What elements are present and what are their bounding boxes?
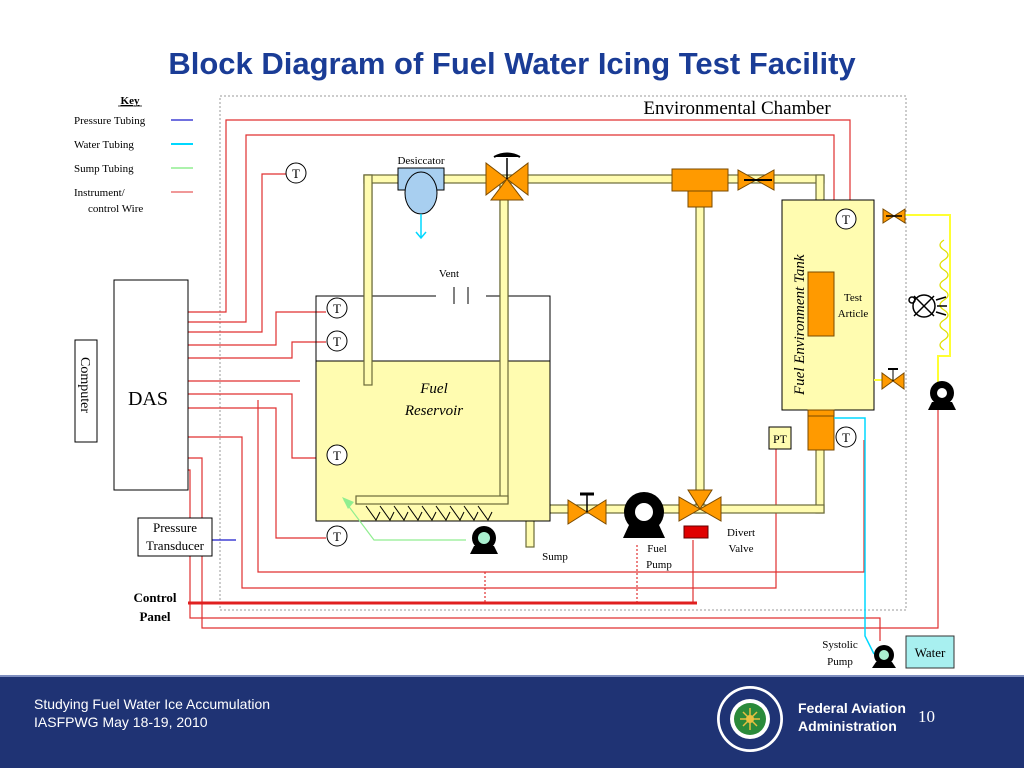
sump-tubing bbox=[343, 499, 466, 541]
key-heading: Key bbox=[121, 95, 140, 107]
fuel-environment-tank: Fuel Environment Tank Test Article bbox=[781, 199, 875, 451]
pressure-transducer-box bbox=[137, 517, 213, 557]
temp-sensor-2-label: T bbox=[333, 301, 341, 316]
faa-seal-logo bbox=[717, 686, 783, 752]
bottom-valve bbox=[567, 492, 607, 525]
transducer-label: Transducer bbox=[146, 538, 205, 553]
check-valve bbox=[737, 169, 775, 191]
das-label: DAS bbox=[128, 388, 168, 410]
water-box bbox=[905, 635, 955, 669]
vent-label: Vent bbox=[439, 268, 459, 280]
test-article-label-2: Article bbox=[838, 308, 869, 320]
temp-sensor-6-label: T bbox=[842, 212, 850, 227]
footer-line-1: Studying Fuel Water Ice Accumulation bbox=[34, 696, 271, 712]
sump-pump-icon bbox=[470, 526, 498, 554]
pt-label: PT bbox=[773, 432, 788, 446]
divert-valve-label-1: Divert bbox=[727, 527, 755, 539]
top-valve bbox=[485, 152, 529, 201]
computer-box bbox=[74, 339, 98, 443]
reservoir-label-1: Fuel bbox=[419, 381, 448, 397]
fuel-pump-label-2: Pump bbox=[646, 559, 672, 571]
fuel-pump-label-1: Fuel bbox=[647, 543, 667, 555]
fan-icon bbox=[908, 294, 947, 318]
page-title: Block Diagram of Fuel Water Icing Test F… bbox=[168, 46, 856, 81]
reservoir-label-2: Reservoir bbox=[404, 403, 463, 419]
temp-sensor-3-label: T bbox=[333, 334, 341, 349]
das-box bbox=[113, 279, 189, 491]
divert-valve bbox=[678, 489, 722, 539]
key-wire-label: Instrument/ bbox=[74, 187, 126, 199]
fuel-pump-icon bbox=[623, 492, 665, 538]
fuel-reservoir: Fuel Reservoir bbox=[315, 174, 551, 522]
desiccator: Desiccator bbox=[397, 155, 445, 240]
temp-sensors: T T T T T T T bbox=[285, 162, 857, 547]
page-number: 10 bbox=[918, 707, 935, 726]
fuel-tank-label: Fuel Environment Tank bbox=[792, 254, 808, 396]
pump-right-icon bbox=[928, 381, 956, 410]
footer-divider bbox=[0, 675, 1024, 677]
key-legend: Key Pressure Tubing Water Tubing Sump Tu… bbox=[74, 95, 193, 215]
footer-line-2: IASFPWG May 18-19, 2010 bbox=[34, 714, 208, 730]
divert-valve-label-2: Valve bbox=[728, 543, 753, 555]
water-tubing bbox=[834, 417, 875, 655]
vent: Vent bbox=[436, 268, 486, 304]
temp-sensor-4-label: T bbox=[333, 448, 341, 463]
key-pressure-label: Pressure Tubing bbox=[74, 115, 146, 127]
temp-sensor-5-label: T bbox=[333, 529, 341, 544]
footer-bar bbox=[0, 675, 1024, 768]
panel-label: Panel bbox=[139, 609, 170, 624]
key-wire-label-2: control Wire bbox=[88, 203, 143, 215]
water-label: Water bbox=[915, 645, 946, 660]
chamber-label: Environmental Chamber bbox=[643, 98, 831, 119]
instrument-wires bbox=[188, 119, 939, 641]
sump-label: Sump bbox=[542, 551, 568, 563]
systolic-label-1: Systolic bbox=[822, 639, 858, 651]
right-valve-bottom bbox=[881, 368, 905, 390]
temp-sensor-7-label: T bbox=[842, 430, 850, 445]
pressure-label: Pressure bbox=[153, 520, 197, 535]
key-sump-label: Sump Tubing bbox=[74, 163, 134, 175]
desiccator-label: Desiccator bbox=[397, 155, 444, 167]
right-valve-top bbox=[882, 208, 906, 224]
computer-label: Computer bbox=[77, 357, 92, 413]
control-label: Control bbox=[133, 590, 176, 605]
agency-name-1: Federal Aviation bbox=[798, 700, 906, 716]
test-article-label-1: Test bbox=[844, 292, 862, 304]
systolic-label-2: Pump bbox=[827, 656, 853, 668]
agency-name-2: Administration bbox=[798, 718, 897, 734]
tee-fitting bbox=[671, 168, 729, 208]
pt-box bbox=[768, 426, 792, 450]
temp-sensor-1-label: T bbox=[292, 166, 300, 181]
key-water-label: Water Tubing bbox=[74, 139, 134, 151]
systolic-pump-icon bbox=[872, 645, 896, 668]
